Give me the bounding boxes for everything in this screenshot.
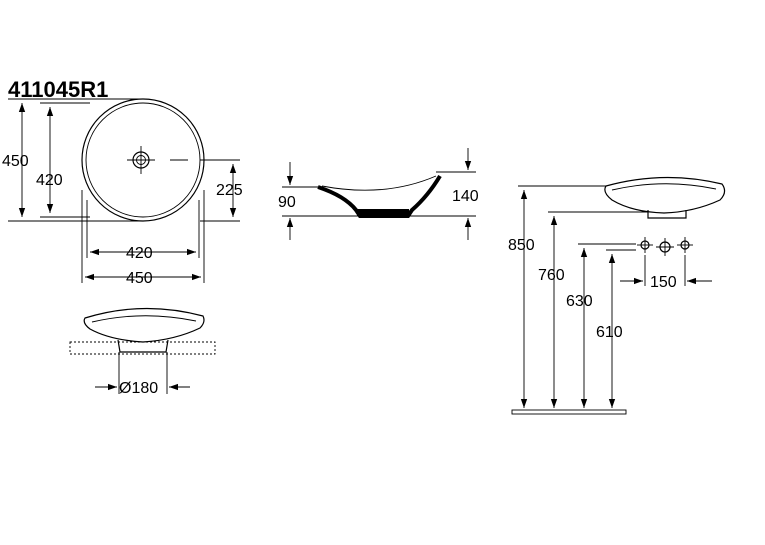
counter-top [69, 341, 216, 355]
dim-inner-width: 420 [126, 245, 153, 262]
dim-drain-height: 610 [596, 324, 623, 341]
dim-drain-diameter: Ø180 [119, 380, 158, 397]
tap-icon-center [656, 238, 674, 256]
dim-rim-height: 850 [508, 237, 535, 254]
basin-front-profile [83, 307, 205, 343]
front-view: Ø180 [69, 307, 216, 397]
model-number: 411045R1 [8, 77, 108, 102]
dim-total-height: 140 [452, 188, 479, 205]
dim-half-depth: 225 [216, 182, 243, 199]
installation-view: 850 760 630 610 150 [508, 176, 726, 415]
drain-icon [127, 146, 155, 174]
dim-tap-height: 630 [566, 293, 593, 310]
top-view: 450 420 225 420 450 [2, 98, 243, 287]
tap-icon-right [677, 237, 693, 253]
side-section-view: 90 140 [278, 148, 479, 240]
dim-outer-width: 450 [126, 270, 153, 287]
dim-inner-height: 420 [36, 172, 63, 189]
basin-installed-profile [604, 176, 726, 214]
floor-line [511, 409, 627, 415]
dim-outer-height: 450 [2, 153, 29, 170]
dim-base-height: 760 [538, 267, 565, 284]
dim-tap-spacing: 150 [650, 274, 677, 291]
tap-icon-left [637, 237, 653, 253]
dim-inner-depth: 90 [278, 194, 296, 211]
